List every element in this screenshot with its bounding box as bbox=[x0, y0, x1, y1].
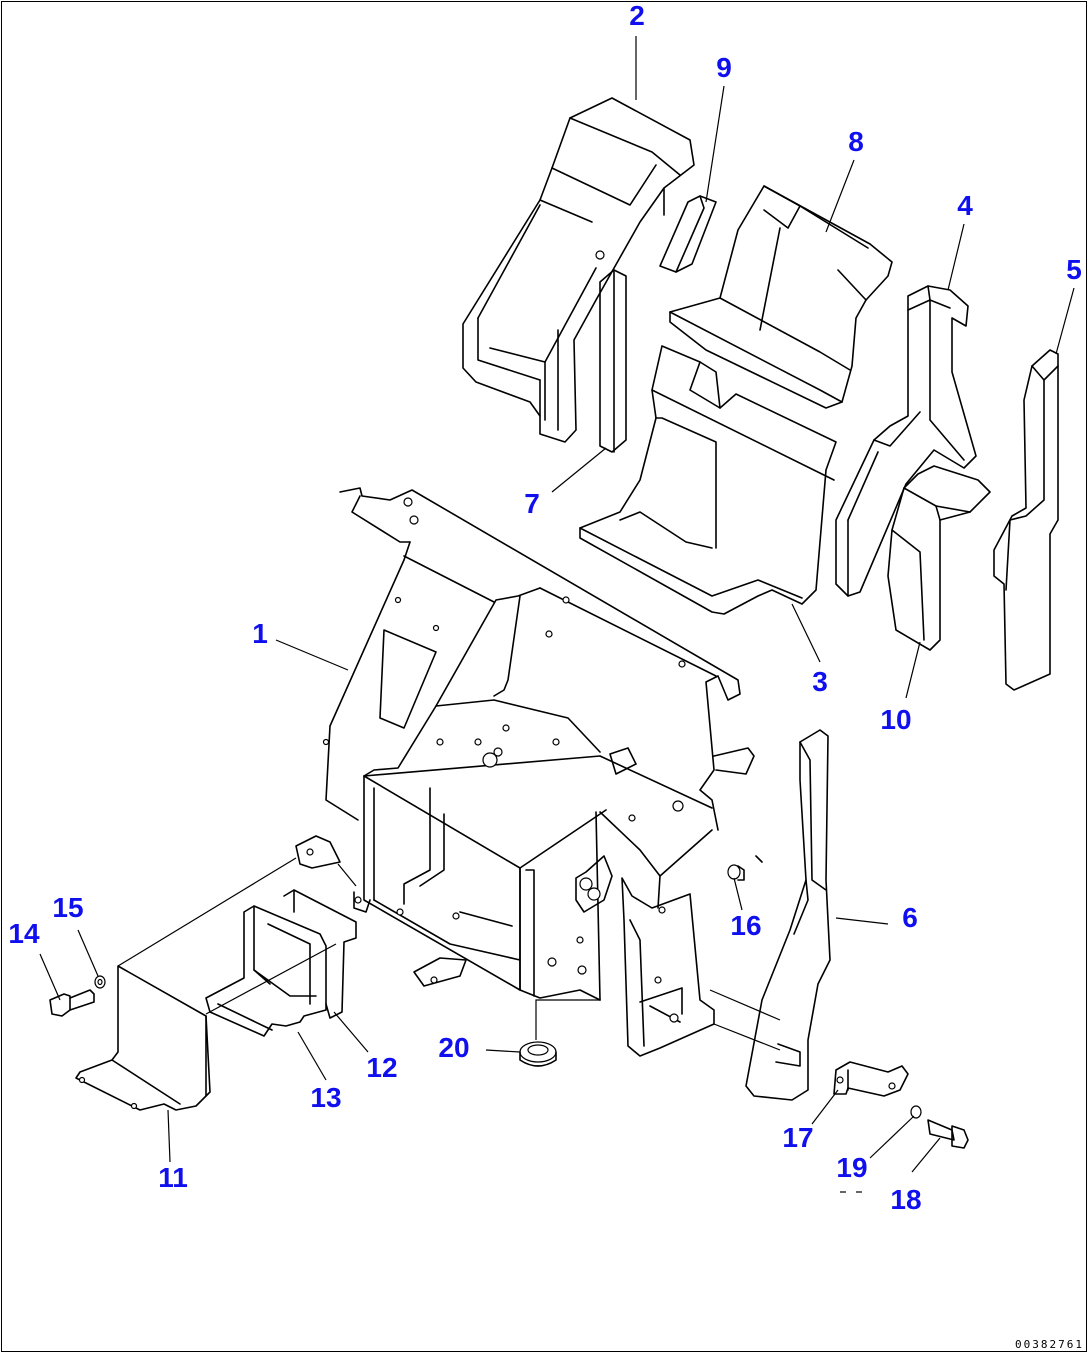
callout-2: 2 bbox=[629, 0, 645, 31]
callout-8: 8 bbox=[848, 126, 864, 157]
part-7-strip bbox=[599, 269, 627, 453]
callout-5: 5 bbox=[1066, 254, 1082, 285]
part-5-strip bbox=[993, 349, 1059, 691]
callout-16: 16 bbox=[730, 910, 762, 941]
part-1-frame bbox=[295, 487, 763, 1057]
callout-6: 6 bbox=[902, 902, 918, 933]
callout-12: 12 bbox=[366, 1052, 398, 1083]
part-3-mat bbox=[579, 345, 837, 615]
leader-lines bbox=[39, 36, 1075, 1173]
part-15-washer bbox=[94, 975, 106, 989]
part-13-bracket bbox=[205, 905, 327, 1037]
part-10-block bbox=[887, 465, 991, 651]
part-20-grommet bbox=[519, 1041, 557, 1067]
callout-9: 9 bbox=[716, 52, 732, 83]
callout-1: 1 bbox=[252, 618, 268, 649]
callout-20: 20 bbox=[438, 1032, 470, 1063]
callout-14: 14 bbox=[8, 918, 40, 949]
callout-11: 11 bbox=[158, 1162, 188, 1193]
callout-15: 15 bbox=[52, 892, 84, 923]
part-18-bolt bbox=[840, 1119, 969, 1193]
callout-3: 3 bbox=[812, 666, 828, 697]
callout-18: 18 bbox=[890, 1184, 922, 1215]
part-16-cap bbox=[727, 864, 745, 881]
part-11-cover bbox=[75, 965, 211, 1111]
part-9-pad bbox=[659, 195, 717, 273]
part-6-plate bbox=[745, 729, 831, 1101]
callout-4: 4 bbox=[957, 190, 973, 221]
callout-10: 10 bbox=[880, 704, 912, 735]
part-17-clamp bbox=[833, 1061, 909, 1097]
part-2-cover bbox=[462, 97, 695, 443]
part-8-block bbox=[669, 185, 893, 409]
drawing-code: 00382761 bbox=[1015, 1338, 1084, 1351]
callout-13: 13 bbox=[310, 1082, 342, 1113]
part-4-panel bbox=[835, 285, 977, 597]
callout-17: 17 bbox=[782, 1122, 814, 1153]
callout-19: 19 bbox=[836, 1152, 868, 1183]
part-14-bolt bbox=[49, 989, 95, 1017]
callout-7: 7 bbox=[524, 488, 540, 519]
part-12-bracket bbox=[283, 889, 357, 1019]
part-19-washer bbox=[910, 1105, 922, 1119]
